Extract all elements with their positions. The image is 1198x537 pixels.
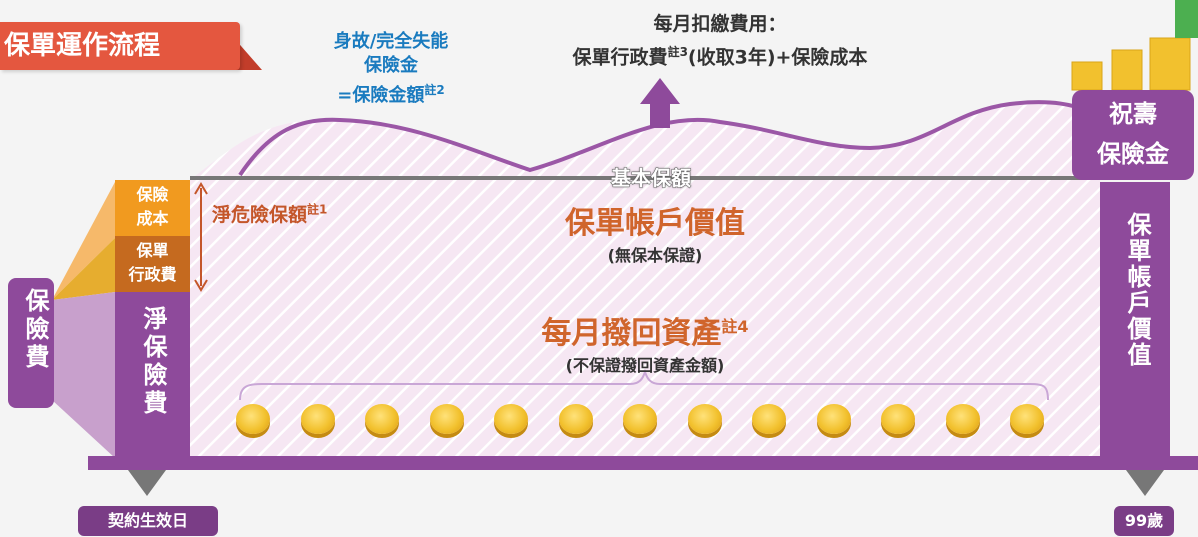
coin-row (236, 404, 1056, 440)
death-benefit-curve (238, 100, 1101, 177)
death-benefit-label: 身故/完全失能 保險金 =保險金額註2 (333, 31, 449, 106)
account-area (190, 102, 1100, 460)
maturity-badge: 祝壽保險金 (1072, 90, 1194, 180)
coin-stack-icon (1071, 0, 1198, 91)
coin-icon (494, 404, 528, 434)
coin-icon (687, 404, 722, 434)
premium-label: 保險費 (21, 288, 49, 372)
coin-icon (365, 404, 399, 434)
coin-icon (816, 404, 851, 434)
coin-icon (300, 404, 335, 434)
coin-icon (236, 404, 270, 434)
account-value-label: 保單帳戶價值 (無保本保證) (565, 206, 745, 265)
coin-icon (945, 404, 980, 434)
coin-icon (558, 404, 593, 434)
coin-icon (623, 404, 657, 434)
page-title: 保單運作流程 (0, 22, 240, 70)
monthly-fee-label: 每月扣繳費用： 保單行政費註3(收取3年)+保險成本 (572, 13, 868, 69)
coin-icon (1010, 404, 1044, 434)
monthly-withdraw-label: 每月撥回資產註4 (不保證撥回資產金額) (541, 316, 749, 375)
coin-icon (752, 404, 786, 434)
base-amount-label: 基本保額 (611, 166, 692, 191)
net-premium-segment: 淨保險費 (139, 306, 167, 418)
coin-icon (429, 404, 464, 434)
coin-icon (881, 404, 915, 434)
policy-admin-segment: 保單行政費 (128, 241, 177, 284)
up-arrow-icon (640, 78, 680, 128)
end-age-tag: 99歲 (1114, 506, 1174, 536)
timeline-bar (88, 456, 1198, 470)
brace (239, 368, 1049, 401)
start-date-tag: 契約生效日 (78, 506, 218, 536)
right-account-column: 保單帳戶價值 (1123, 212, 1151, 368)
insurance-cost-segment: 保險成本 (136, 185, 169, 228)
net-risk-label: 淨危險保額註1 (212, 202, 328, 226)
